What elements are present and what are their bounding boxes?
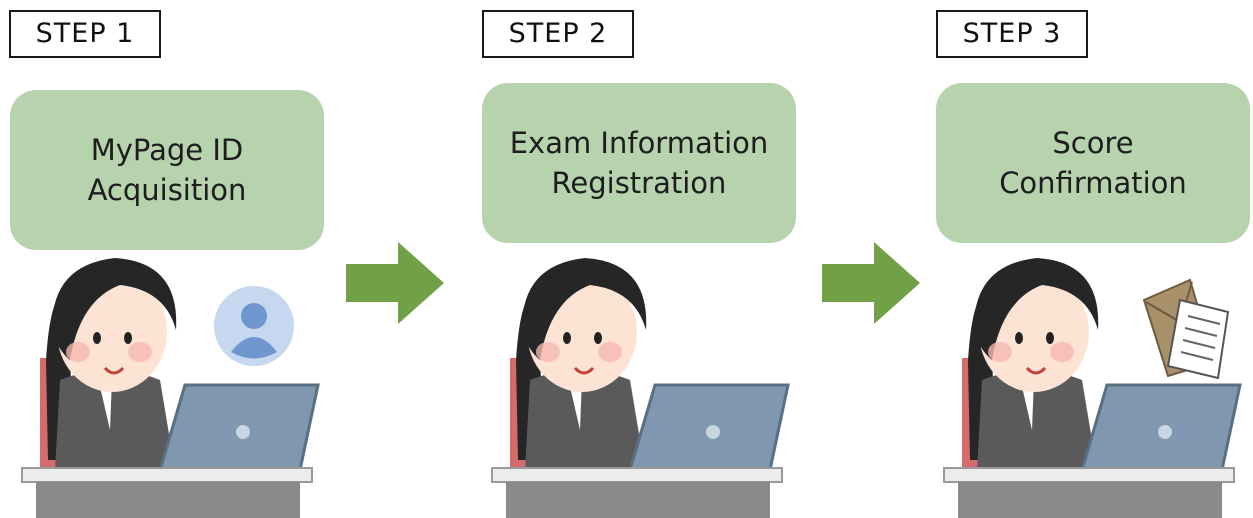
step-label: STEP 3	[936, 10, 1088, 58]
arrow-right-icon	[346, 242, 444, 324]
person-figure	[510, 258, 647, 470]
step-card: Score Confirmation	[936, 83, 1250, 243]
woman-at-laptop-illustration	[943, 258, 1242, 518]
step-title: Score Confirmation	[999, 126, 1187, 200]
woman-at-laptop-illustration	[21, 258, 320, 518]
desk	[943, 467, 1235, 518]
step-3: STEP 3 Score Confirmation	[922, 0, 1252, 518]
person-figure	[962, 258, 1099, 470]
arrow-right-icon	[822, 242, 920, 324]
woman-at-laptop-illustration	[491, 258, 790, 518]
person-figure	[40, 258, 177, 470]
step-card: Exam Information Registration	[482, 83, 796, 243]
step-label: STEP 1	[9, 10, 161, 58]
desk	[21, 467, 313, 518]
step-card: MyPage ID Acquisition	[10, 90, 324, 250]
step-title: MyPage ID Acquisition	[87, 133, 247, 207]
step-2: STEP 2 Exam Information Registration	[470, 0, 800, 518]
laptop-icon	[157, 383, 320, 472]
desk	[491, 467, 783, 518]
step-label: STEP 2	[482, 10, 634, 58]
envelope-document-icon	[1142, 278, 1230, 380]
step-1: STEP 1 MyPage ID Acquisition	[0, 0, 330, 518]
laptop-icon	[1079, 383, 1242, 472]
laptop-icon	[627, 383, 790, 472]
step-title: Exam Information Registration	[509, 126, 769, 200]
user-avatar-icon	[214, 286, 294, 366]
